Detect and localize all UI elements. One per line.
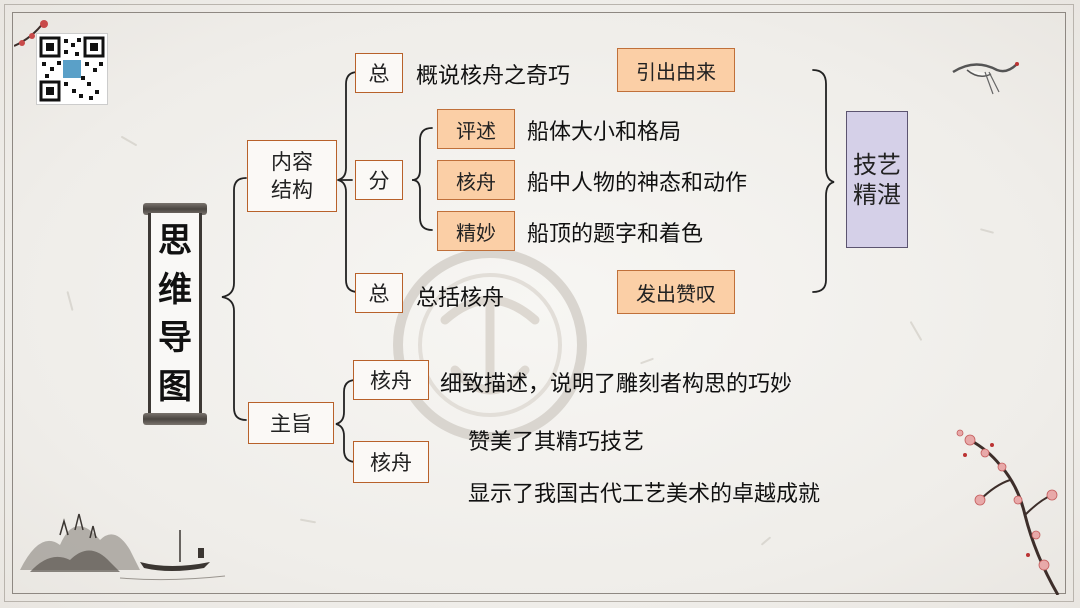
plum-corner-icon	[14, 20, 48, 47]
center-title-char: 维	[158, 269, 192, 310]
corner-ornament	[12, 572, 34, 594]
outer-frame	[4, 4, 1074, 602]
center-title: 思 维 导 图	[148, 213, 202, 415]
outro-text: 总括核舟	[416, 286, 505, 311]
theme-item-tag: 核舟	[353, 441, 429, 483]
corner-ornament	[1044, 572, 1066, 594]
theme-item-line: 赞美了其精巧技艺	[468, 430, 645, 455]
outro-tag: 总	[355, 273, 403, 313]
middle-item-tag: 核舟	[437, 160, 515, 200]
scroll-rod	[143, 413, 207, 425]
theme-item-tag: 核舟	[353, 360, 429, 400]
scroll-rod	[143, 203, 207, 215]
intro-tag: 总	[355, 53, 403, 93]
qr-code-icon	[36, 33, 108, 105]
center-title-char: 导	[158, 318, 192, 359]
corner-ornament	[1044, 12, 1066, 34]
middle-item-text: 船中人物的神态和动作	[527, 171, 748, 196]
center-title-scroll: 思 维 导 图	[143, 203, 207, 425]
corner-ornament	[12, 12, 34, 34]
middle-tag: 分	[355, 160, 403, 200]
plum-blossom-icon	[956, 429, 1060, 595]
intro-note: 引出由来	[617, 48, 735, 92]
theme-item-text: 细致描述，说明了雕刻者构思的巧妙	[440, 372, 793, 397]
middle-item-text: 船体大小和格局	[527, 120, 682, 145]
outro-note: 发出赞叹	[617, 270, 735, 314]
middle-item-text: 船顶的题字和着色	[527, 222, 704, 247]
crane-bird-icon	[952, 62, 1019, 95]
middle-item-tag: 精妙	[437, 211, 515, 251]
summary-box: 技艺 精湛	[846, 111, 908, 248]
middle-item-tag: 评述	[437, 109, 515, 149]
theme-item-line: 显示了我国古代工艺美术的卓越成就	[468, 482, 821, 507]
watermark-seal-icon	[393, 248, 587, 442]
center-title-char: 思	[158, 221, 192, 262]
branch-theme: 主旨	[248, 402, 334, 444]
intro-text: 概说核舟之奇巧	[416, 64, 571, 89]
branch-content-structure: 内容 结构	[247, 140, 337, 212]
inner-frame	[12, 12, 1066, 594]
center-title-char: 图	[158, 366, 192, 407]
landscape-boat-icon	[20, 513, 226, 581]
